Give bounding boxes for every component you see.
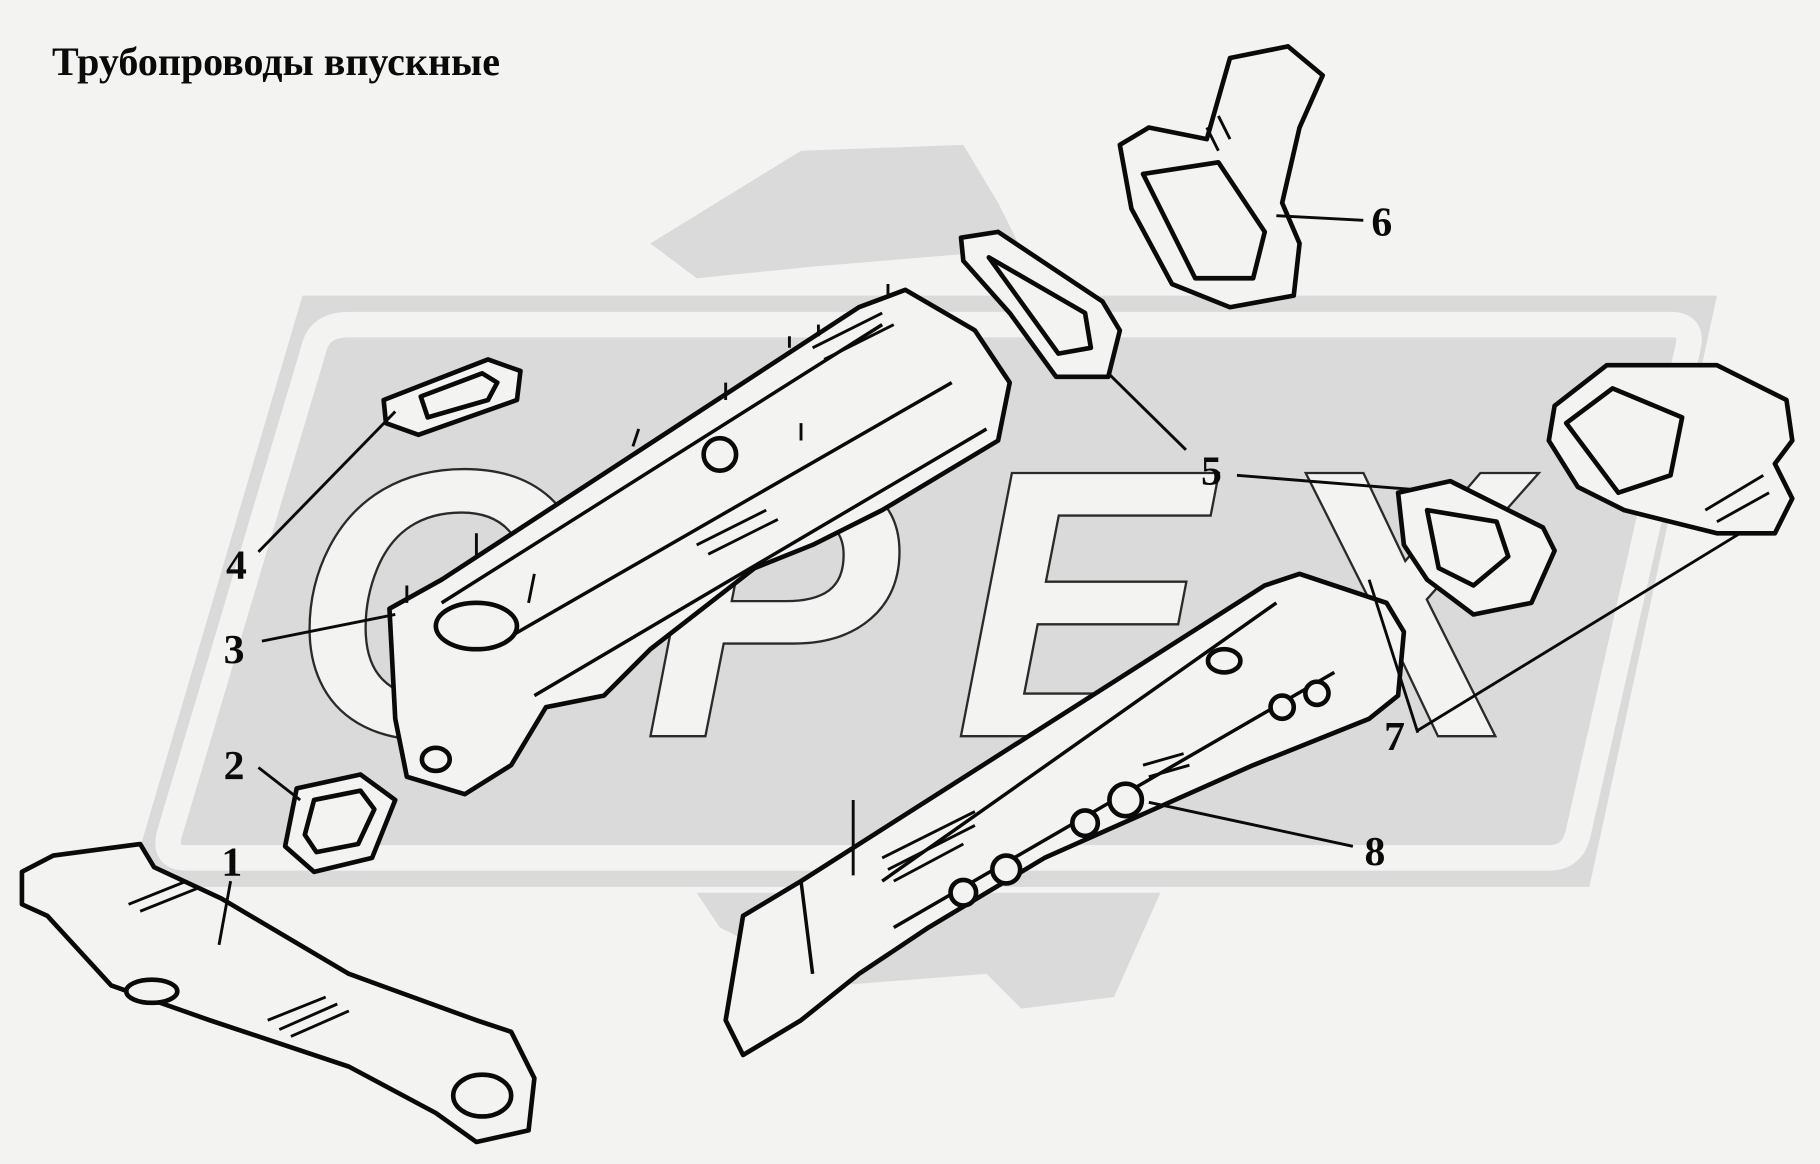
callout-4: 4 <box>226 543 247 589</box>
callout-7: 7 <box>1384 714 1405 760</box>
callout-3: 3 <box>224 627 245 673</box>
part-2-gasket <box>282 772 398 875</box>
callout-1: 1 <box>221 839 242 885</box>
part-8-intake-manifold <box>723 571 1407 1058</box>
leader-lines <box>217 214 1741 946</box>
callout-6: 6 <box>1371 199 1392 245</box>
callout-2: 2 <box>224 743 245 789</box>
part-3-intake-manifold <box>387 284 1013 797</box>
part-6-elbow <box>1117 44 1326 310</box>
part-4-gasket <box>381 357 523 438</box>
diagram-title: Трубопроводы впускные <box>52 39 501 84</box>
part-5-gasket-lower <box>1395 478 1557 617</box>
part-1-pipe <box>19 841 537 1145</box>
watermark-gear <box>650 144 1161 1009</box>
part-5-gasket-upper <box>958 229 1123 380</box>
callout-5a: 5 <box>1201 449 1222 495</box>
callouts: 1 2 3 4 5 5 6 7 8 <box>221 199 1405 885</box>
callout-8: 8 <box>1364 829 1385 875</box>
part-7-elbow <box>1546 362 1795 536</box>
